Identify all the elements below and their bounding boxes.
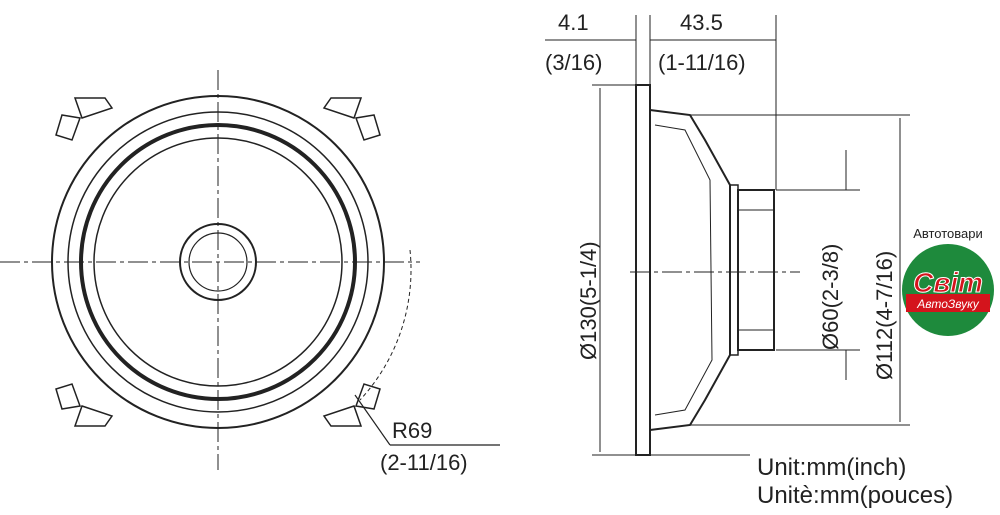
logo-band <box>906 294 990 312</box>
logo-circle <box>902 244 994 336</box>
radius-inch-label: (2-11/16) <box>380 450 468 475</box>
side-view <box>545 15 910 456</box>
outer-diameter: Ø130(5-1/4) <box>576 241 601 360</box>
basket-diameter: Ø112(4-7/16) <box>872 251 897 380</box>
mounting-tabs <box>55 97 381 427</box>
front-view <box>0 70 500 470</box>
unit-label-fr: Unitè:mm(pouces) <box>757 482 953 509</box>
logo-brand: Світ <box>913 267 983 298</box>
depth-dimension: 43.5 <box>680 10 723 35</box>
watermark-logo: Світ АвтоЗвуку Автотовари <box>902 226 994 336</box>
logo-sub: АвтоЗвуку <box>916 297 980 311</box>
flange-thickness-inch: (3/16) <box>545 50 602 75</box>
flange-thickness: 4.1 <box>558 10 589 35</box>
magnet-diameter: Ø60(2-3/8) <box>818 244 843 350</box>
unit-label-en: Unit:mm(inch) <box>757 454 906 481</box>
depth-inch: (1-11/16) <box>658 50 746 75</box>
logo-top-text: Автотовари <box>913 226 983 241</box>
radius-label: R69 <box>392 418 432 443</box>
